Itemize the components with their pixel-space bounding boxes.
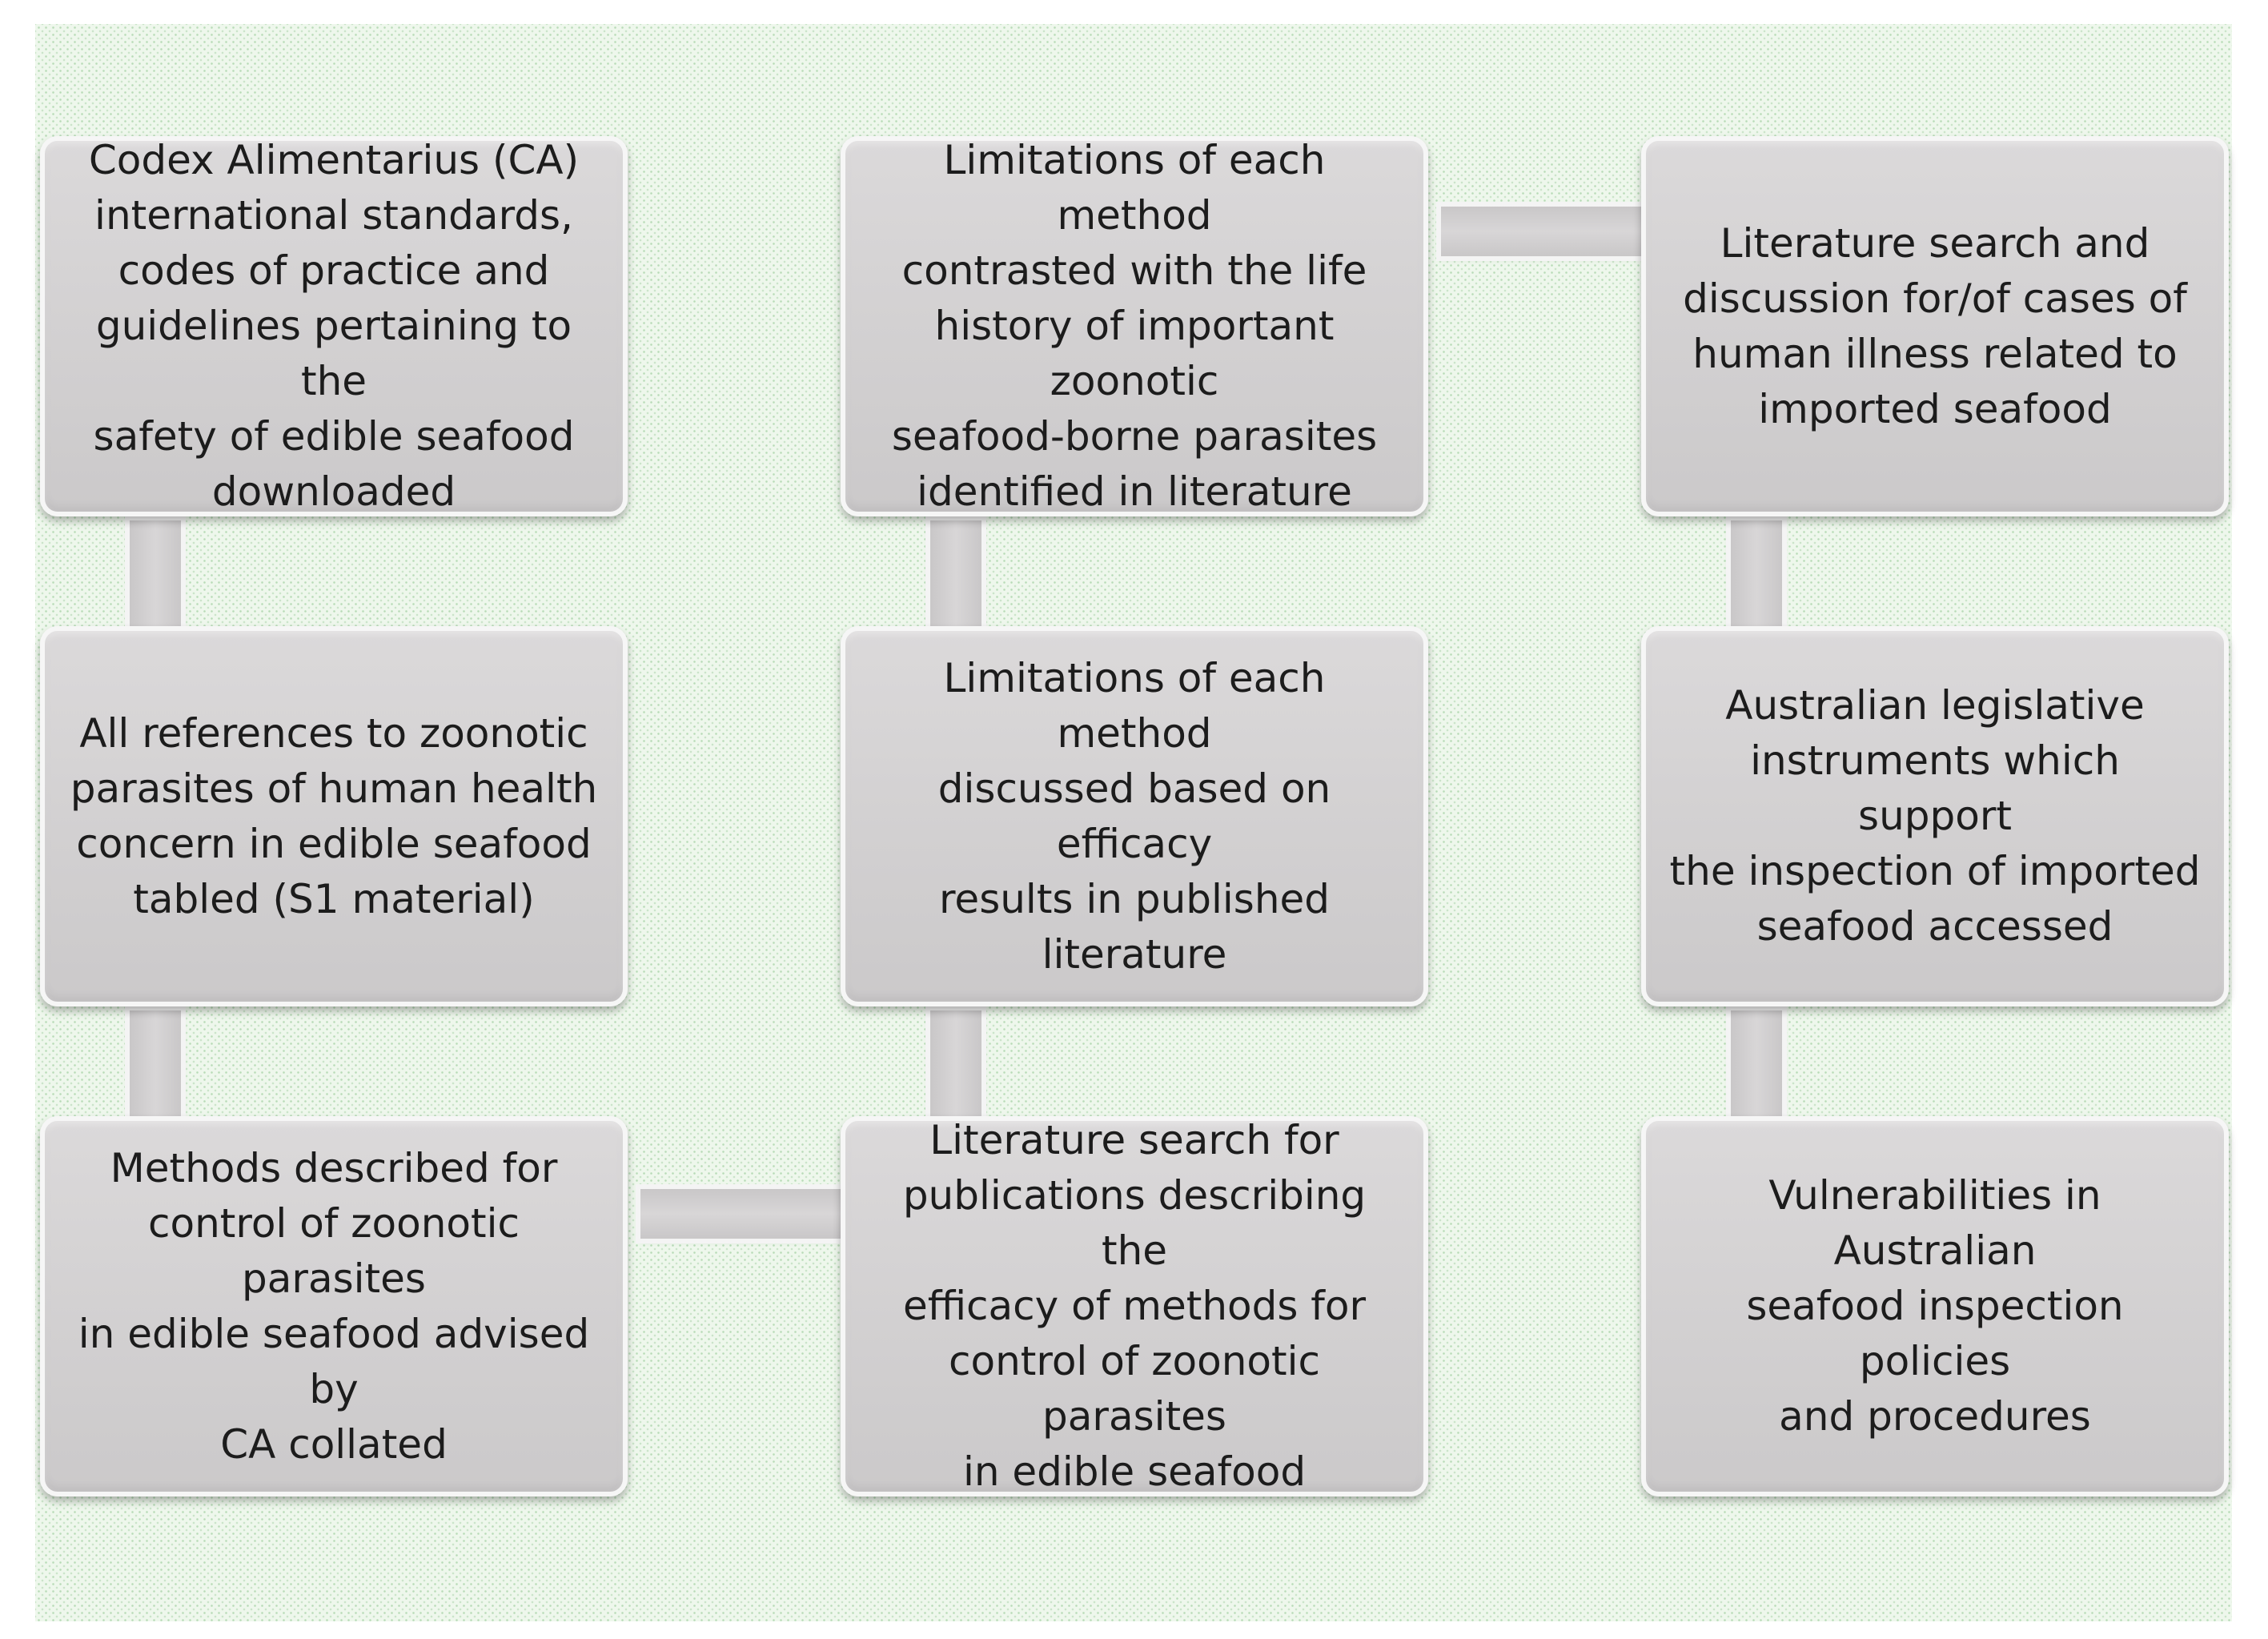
step-text: Literature search for publications descr… <box>902 1117 1367 1495</box>
connector-col1-row1-to-row2 <box>130 520 181 633</box>
step-text: Vulnerabilities in Australian seafood in… <box>1746 1172 2124 1440</box>
step-text: Limitations of each method discussed bas… <box>937 654 1331 978</box>
step-box-life-history-limitations: Limitations of each method contrasted wi… <box>841 136 1428 516</box>
step-box-illness-cases: Literature search and discussion for/of … <box>1641 136 2229 516</box>
connector-col3-row1-to-row2 <box>1731 520 1782 633</box>
step-box-parasite-references: All references to zoonotic parasites of … <box>40 626 628 1006</box>
connector-col1-to-col2-row3 <box>640 1189 841 1239</box>
connector-col2-row2-to-row1 <box>930 520 981 633</box>
connector-col3-row2-to-row3 <box>1731 1010 1782 1123</box>
step-text: Literature search and discussion for/of … <box>1683 219 2187 432</box>
step-text: Australian legislative instruments which… <box>1669 682 2201 950</box>
step-box-vulnerabilities: Vulnerabilities in Australian seafood in… <box>1641 1116 2229 1496</box>
step-box-codex-standards: Codex Alimentarius (CA) international st… <box>40 136 628 516</box>
connector-col1-row2-to-row3 <box>130 1010 181 1123</box>
step-box-efficacy-literature-search: Literature search for publications descr… <box>841 1116 1428 1496</box>
step-box-legislative-instruments: Australian legislative instruments which… <box>1641 626 2229 1006</box>
step-box-control-methods: Methods described for control of zoonoti… <box>40 1116 628 1496</box>
step-text: All references to zoonotic parasites of … <box>70 709 598 922</box>
step-text: Codex Alimentarius (CA) international st… <box>88 137 580 515</box>
step-text: Limitations of each method contrasted wi… <box>891 137 1378 515</box>
step-text: Methods described for control of zoonoti… <box>78 1144 590 1468</box>
connector-col2-to-col3-row1 <box>1441 207 1641 256</box>
step-box-efficacy-limitations: Limitations of each method discussed bas… <box>841 626 1428 1006</box>
connector-col2-row3-to-row2 <box>930 1010 981 1123</box>
